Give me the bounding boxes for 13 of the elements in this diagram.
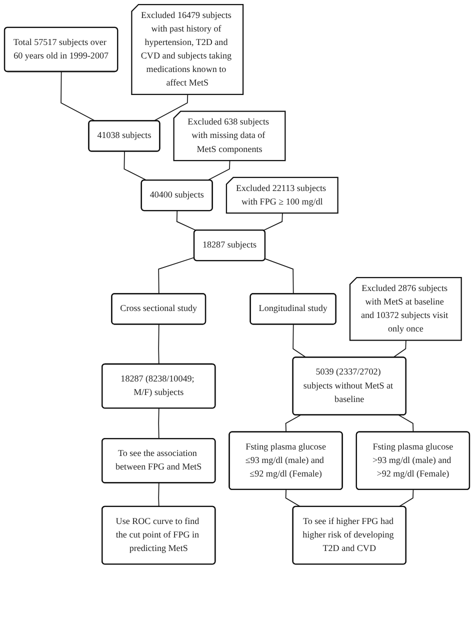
connector xyxy=(398,414,414,433)
connector xyxy=(392,340,406,358)
connector xyxy=(398,489,414,508)
connector xyxy=(262,212,283,231)
connector xyxy=(285,414,301,433)
connector xyxy=(176,210,197,231)
connector xyxy=(158,482,160,508)
connector xyxy=(285,489,301,508)
connector xyxy=(60,71,96,122)
connector xyxy=(158,408,160,440)
connector xyxy=(207,160,230,181)
connector xyxy=(153,94,188,122)
connector xyxy=(158,324,160,365)
